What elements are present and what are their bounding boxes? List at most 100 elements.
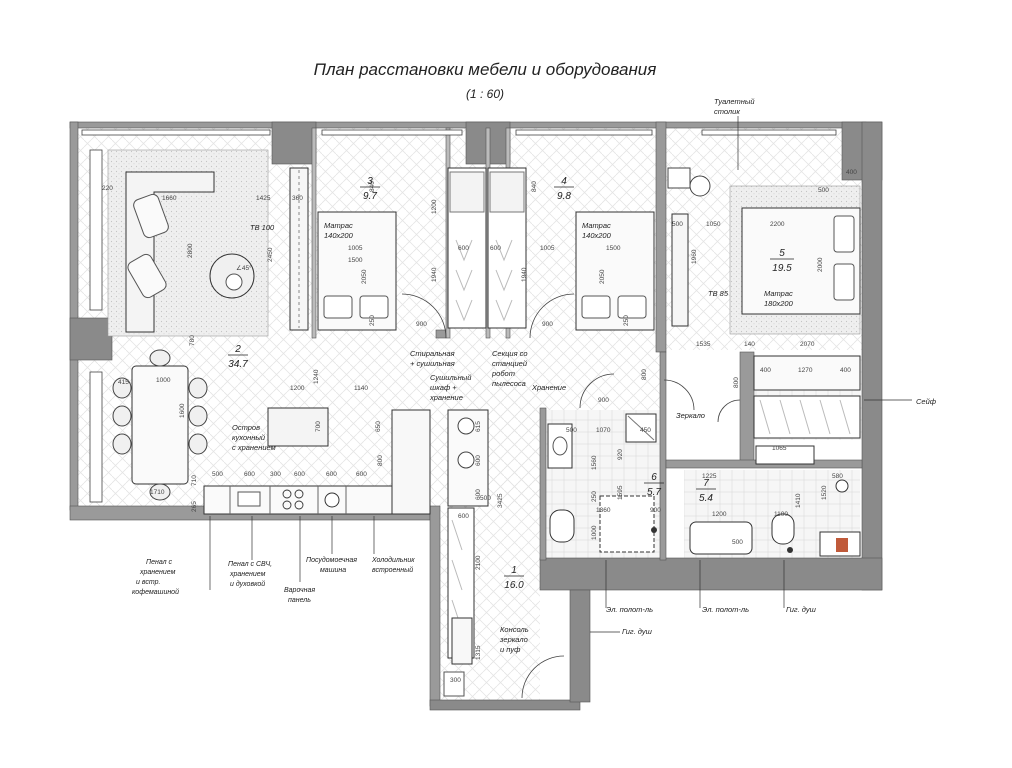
svg-text:900: 900 [598, 397, 609, 404]
room-5: 519.5 [770, 248, 794, 274]
dining [112, 349, 208, 501]
svg-text:500: 500 [212, 471, 223, 478]
svg-text:140х200: 140х200 [582, 231, 612, 240]
svg-text:ТВ 100: ТВ 100 [250, 223, 275, 232]
svg-text:Консоль: Консоль [500, 625, 529, 634]
svg-text:600: 600 [490, 245, 501, 252]
svg-text:500: 500 [672, 221, 683, 228]
svg-text:робот: робот [491, 369, 515, 378]
kitchen-island [267, 407, 329, 447]
svg-text:1270: 1270 [798, 367, 813, 374]
svg-text:800: 800 [641, 369, 648, 380]
svg-text:600: 600 [356, 471, 367, 478]
svg-text:2050: 2050 [599, 269, 606, 284]
svg-text:1425: 1425 [256, 195, 271, 202]
svg-text:Посудомоечная: Посудомоечная [306, 556, 357, 564]
svg-text:и духовкой: и духовкой [230, 580, 265, 588]
svg-text:250: 250 [623, 315, 630, 326]
svg-text:800: 800 [733, 377, 740, 388]
bathroom-7 [689, 445, 861, 557]
svg-text:9.8: 9.8 [557, 191, 571, 202]
svg-text:500: 500 [732, 539, 743, 546]
svg-text:Зеркало: Зеркало [676, 411, 705, 420]
tv-85 [671, 213, 689, 327]
dimensions: 220 1660 1425 360 2800 2450 ∠45° 780 415… [102, 169, 857, 684]
svg-text:столик: столик [714, 107, 740, 116]
svg-text:600: 600 [475, 489, 482, 500]
svg-text:900: 900 [542, 321, 553, 328]
svg-text:710: 710 [191, 475, 198, 486]
svg-text:Остров: Остров [232, 423, 260, 432]
svg-text:Пенал с: Пенал с [146, 559, 173, 566]
living-room [107, 149, 309, 337]
svg-text:1960: 1960 [691, 249, 698, 264]
svg-text:2000: 2000 [817, 257, 824, 272]
svg-text:840: 840 [369, 181, 376, 192]
svg-text:250: 250 [369, 315, 376, 326]
svg-text:4: 4 [561, 176, 567, 187]
svg-text:1200: 1200 [290, 385, 305, 392]
svg-text:Эл. полот-ль: Эл. полот-ль [606, 605, 653, 614]
svg-text:1560: 1560 [591, 455, 598, 470]
console [451, 617, 473, 665]
svg-text:300: 300 [270, 471, 281, 478]
svg-text:1: 1 [511, 565, 517, 576]
kitchen [203, 407, 489, 515]
svg-text:1050: 1050 [706, 221, 721, 228]
room-3: 39.7 [360, 176, 380, 202]
room-markers: 116.0 234.7 39.7 49.8 519.5 65.7 75.4 [228, 176, 794, 591]
svg-text:7: 7 [703, 478, 709, 489]
svg-text:1005: 1005 [540, 245, 555, 252]
svg-text:Туалетный: Туалетный [714, 97, 755, 106]
svg-text:1225: 1225 [702, 473, 717, 480]
bathroom-6 [547, 413, 657, 553]
svg-text:2450: 2450 [267, 247, 274, 262]
svg-text:Гиг. душ: Гиг. душ [622, 627, 653, 636]
corridor [443, 373, 741, 699]
svg-text:700: 700 [315, 421, 322, 432]
svg-text:180х200: 180х200 [764, 299, 794, 308]
svg-text:Стиральная: Стиральная [410, 349, 455, 358]
svg-text:кухонный: кухонный [232, 433, 266, 442]
svg-text:2800: 2800 [187, 243, 194, 258]
svg-text:Сейф: Сейф [916, 397, 937, 406]
svg-text:1065: 1065 [772, 445, 787, 452]
svg-text:1000: 1000 [591, 525, 598, 540]
svg-text:станцией: станцией [492, 359, 528, 368]
svg-text:900: 900 [650, 507, 661, 514]
bedroom-4 [487, 167, 655, 339]
svg-text:800: 800 [377, 455, 384, 466]
svg-text:840: 840 [531, 181, 538, 192]
svg-text:5: 5 [779, 248, 785, 259]
svg-text:1200: 1200 [712, 511, 727, 518]
svg-text:2: 2 [234, 344, 241, 355]
svg-text:5.7: 5.7 [647, 487, 661, 498]
svg-text:и пуф: и пуф [500, 645, 521, 654]
svg-text:1660: 1660 [162, 195, 177, 202]
room-6: 65.7 [644, 472, 664, 498]
svg-text:3: 3 [367, 176, 373, 187]
svg-text:2070: 2070 [800, 341, 815, 348]
svg-text:300: 300 [450, 677, 461, 684]
svg-text:и встр.: и встр. [136, 579, 160, 586]
leader-lines [209, 116, 912, 633]
svg-text:450: 450 [640, 427, 651, 434]
svg-text:1070: 1070 [596, 427, 611, 434]
bedroom-3 [317, 167, 487, 339]
svg-text:19.5: 19.5 [772, 263, 792, 274]
svg-text:+ сушильная: + сушильная [410, 359, 455, 368]
svg-text:Варочная: Варочная [284, 587, 315, 594]
svg-text:6: 6 [651, 472, 657, 483]
bedroom-5 [667, 167, 861, 439]
room-4: 49.8 [554, 176, 574, 202]
svg-text:1520: 1520 [821, 485, 828, 500]
svg-text:250: 250 [591, 491, 598, 502]
svg-text:Матрас: Матрас [324, 221, 353, 230]
svg-text:140х200: 140х200 [324, 231, 354, 240]
svg-text:600: 600 [458, 513, 469, 520]
svg-text:580: 580 [832, 473, 843, 480]
svg-text:1500: 1500 [348, 257, 363, 264]
svg-text:1360: 1360 [596, 507, 611, 514]
svg-text:2050: 2050 [361, 269, 368, 284]
